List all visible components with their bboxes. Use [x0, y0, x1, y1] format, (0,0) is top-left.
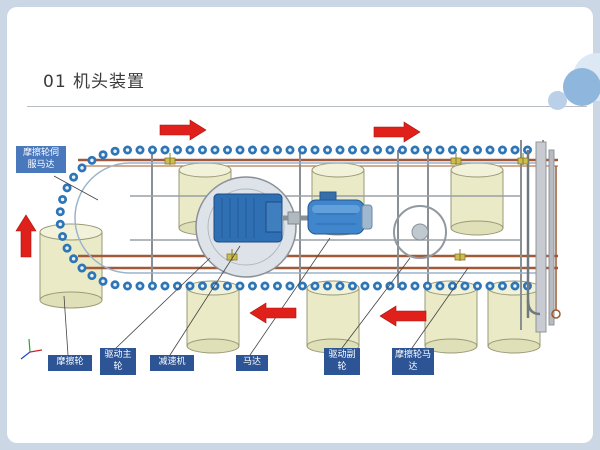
title-divider — [27, 106, 587, 107]
callout-friction-servo-motor: 摩擦轮伺服马达 — [16, 146, 66, 174]
drum-row-bottom — [186, 280, 541, 354]
page-title: 01 机头装置 — [43, 72, 146, 92]
drive-shaft — [282, 211, 308, 225]
callout-friction-wheel: 摩擦轮 — [48, 355, 92, 371]
deco-circle-large — [563, 68, 600, 106]
deco-circle-small — [548, 91, 567, 110]
gearbox — [213, 193, 283, 243]
chain-track — [55, 145, 545, 291]
callout-drive-sub-wheel: 驱动副轮 — [324, 348, 360, 376]
callout-leader-lines — [53, 175, 469, 356]
flow-arrow-left-icon — [379, 305, 427, 327]
rail-fittings — [164, 153, 529, 261]
callout-drive-main-wheel: 驱动主轮 — [100, 348, 136, 376]
flow-arrows — [15, 119, 427, 327]
drum-left — [39, 223, 103, 309]
secondary-drive-wheel — [393, 205, 447, 259]
flow-arrow-right-icon — [159, 119, 207, 141]
end-frame — [526, 141, 561, 333]
flow-arrow-right-icon — [373, 121, 421, 143]
origin-triad-icon — [20, 338, 43, 360]
flow-arrow-up-icon — [15, 214, 37, 258]
motor — [307, 191, 373, 235]
conveyor-rails — [78, 158, 558, 270]
callout-friction-wheel-motor: 摩擦轮马达 — [392, 348, 434, 376]
callout-motor: 马达 — [236, 355, 268, 371]
callout-reducer: 减速机 — [150, 355, 194, 371]
flow-arrow-left-icon — [249, 302, 297, 324]
